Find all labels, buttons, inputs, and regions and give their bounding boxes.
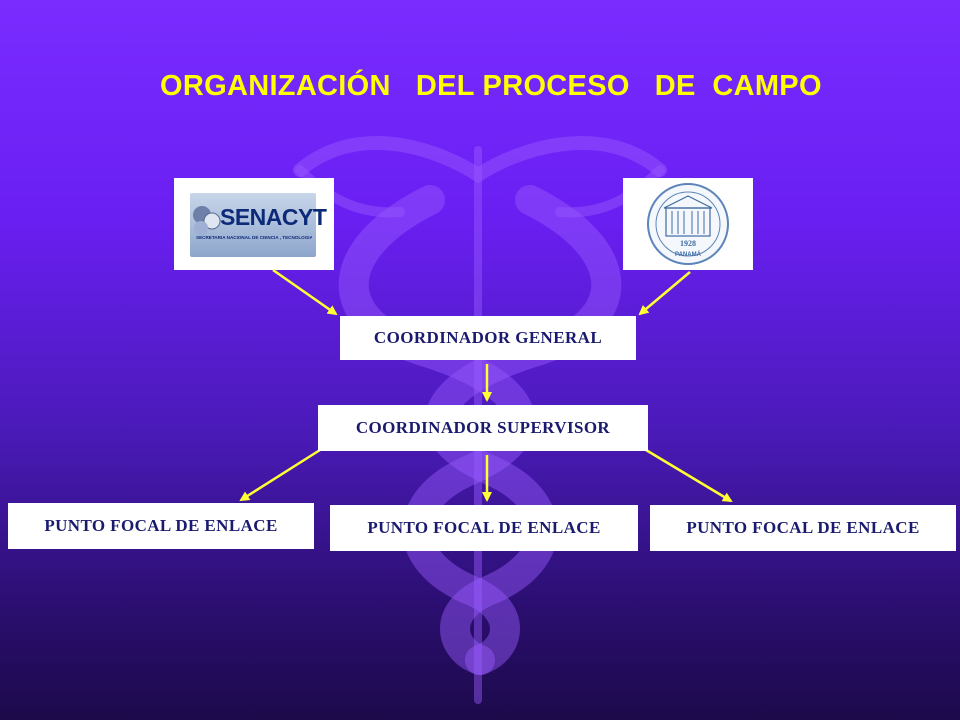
coordinador-general-box: COORDINADOR GENERAL xyxy=(340,316,636,360)
arrow-senacyt-to-general xyxy=(272,268,338,316)
arrow-supervisor-to-focal-right xyxy=(645,448,733,503)
senacyt-wordmark: SENACYT xyxy=(220,204,327,230)
institute-seal-logo: 1928 PANAMÁ xyxy=(623,178,753,270)
punto-focal-left-box: PUNTO FOCAL DE ENLACE xyxy=(8,503,314,549)
punto-focal-center-box: PUNTO FOCAL DE ENLACE xyxy=(330,505,638,551)
senacyt-logo: SENACYT SECRETARIA NACIONAL DE CIENCIA ,… xyxy=(174,178,334,270)
senacyt-emblem: SENACYT SECRETARIA NACIONAL DE CIENCIA ,… xyxy=(190,193,327,257)
seal-year: 1928 xyxy=(680,239,696,248)
spheres-icon xyxy=(193,206,221,235)
coordinador-supervisor-box: COORDINADOR SUPERVISOR xyxy=(318,405,648,451)
seal-icon: 1928 PANAMÁ xyxy=(647,183,729,265)
arrow-supervisor-to-focal-left xyxy=(239,448,321,502)
arrow-seal-to-general xyxy=(638,271,691,316)
seal-city: PANAMÁ xyxy=(675,251,702,258)
punto-focal-right-box: PUNTO FOCAL DE ENLACE xyxy=(650,505,956,551)
senacyt-subtitle: SECRETARIA NACIONAL DE CIENCIA , TECNOLO… xyxy=(196,235,312,240)
slide-title: ORGANIZACIÓN DEL PROCESO DE CAMPO xyxy=(160,70,822,102)
